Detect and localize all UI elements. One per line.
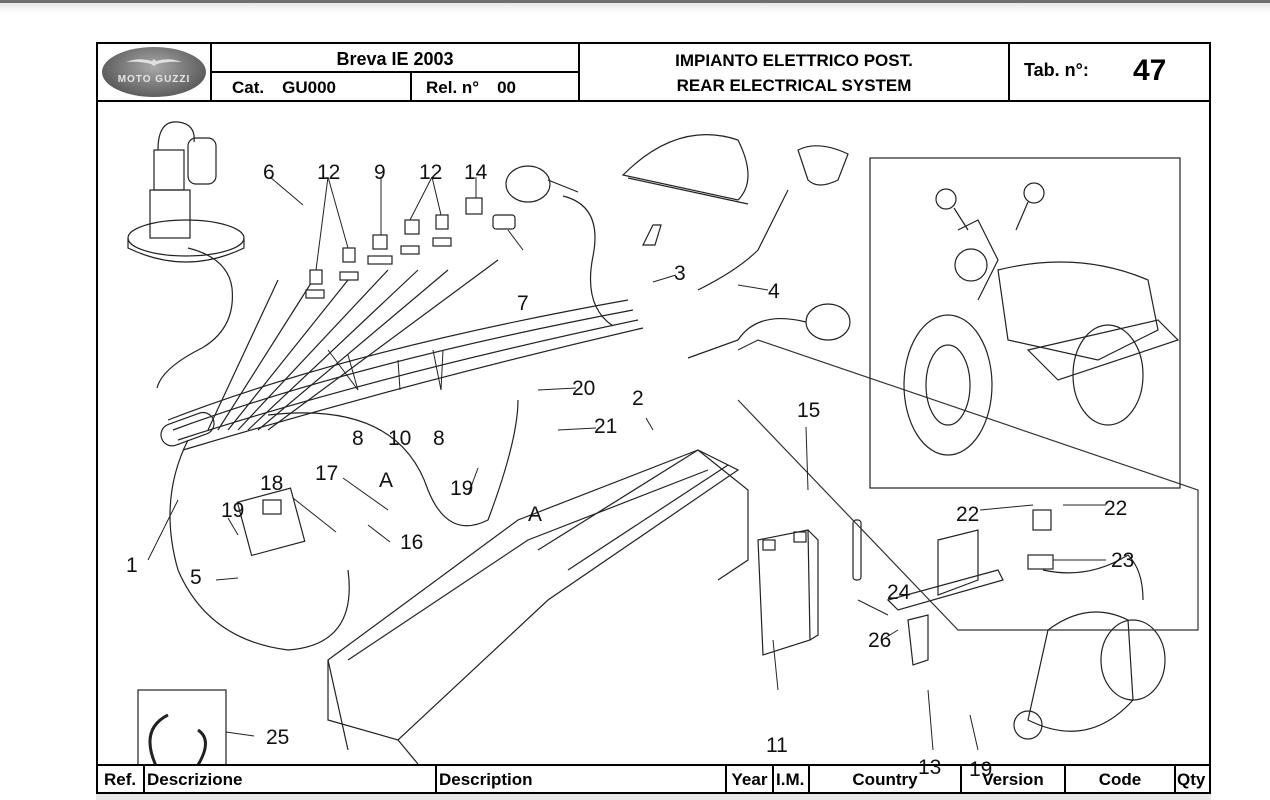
- parts-table-header: Ref. Descrizione Description Year I.M. C…: [98, 764, 1209, 794]
- catalog-value: GU000: [282, 78, 336, 97]
- table-number-label: Tab. n°:: [1024, 60, 1089, 80]
- callout-23: 23: [1111, 549, 1135, 572]
- callout-2: 2: [632, 387, 644, 410]
- callout-9: 9: [374, 161, 386, 184]
- exploded-diagram: 6 12 9 12 14 7 3 4 8 10 8 20 2 21 19 15 …: [98, 100, 1209, 795]
- callout-24: 24: [887, 581, 911, 604]
- relay-drawing: [1027, 509, 1144, 601]
- eagle-icon: [126, 59, 182, 66]
- table-number-cell: Tab. n°: 47: [1010, 44, 1209, 100]
- callout-5: 5: [190, 566, 202, 589]
- callout-4: 4: [768, 280, 780, 303]
- parts-sheet: MOTO GUZZI Breva IE 2003 Cat. GU000 Rel. …: [96, 42, 1211, 795]
- page-bottom-edge: [96, 794, 1211, 800]
- rear-lights-drawing: [505, 134, 851, 359]
- callout-ref-a-2: A: [528, 503, 543, 526]
- column-ref: Ref.: [98, 766, 145, 794]
- tube-drawing: [852, 519, 862, 581]
- leader-lines: [147, 176, 1106, 751]
- battery-drawing: [757, 529, 819, 656]
- callout-10: 10: [388, 427, 412, 450]
- callout-22a: 22: [956, 503, 980, 526]
- callout-8a: 8: [352, 427, 364, 450]
- bracket-drawing: [886, 529, 1004, 666]
- column-qty: Qty: [1177, 770, 1206, 789]
- window-top-border: [0, 0, 1270, 3]
- callout-12a: 12: [317, 161, 341, 184]
- callout-20: 20: [572, 377, 596, 400]
- hose-clamp-drawing: [148, 713, 207, 781]
- logo-text: MOTO GUZZI: [117, 74, 191, 85]
- callout-15: 15: [797, 399, 821, 422]
- release-value: 00: [497, 78, 517, 97]
- motorcycle-inset-box: [869, 157, 1181, 489]
- callout-16: 16: [400, 531, 424, 554]
- moto-guzzi-logo: MOTO GUZZI: [102, 47, 206, 97]
- callout-11: 11: [766, 734, 788, 757]
- callout-25: 25: [266, 726, 290, 749]
- callout-19a: 19: [450, 477, 474, 500]
- inset-relay-panel: [737, 339, 1199, 631]
- fuel-pump-drawing: [127, 121, 245, 389]
- column-descrizione: Descrizione: [145, 766, 437, 794]
- callout-3: 3: [674, 262, 686, 285]
- logo-cell: MOTO GUZZI: [98, 44, 212, 100]
- sheet-header: MOTO GUZZI Breva IE 2003 Cat. GU000 Rel. …: [98, 44, 1209, 102]
- callout-13: 13: [918, 756, 942, 779]
- column-country: Country: [810, 766, 962, 794]
- callout-12b: 12: [419, 161, 443, 184]
- motorcycle-drawing: [903, 182, 1180, 456]
- callout-7: 7: [517, 292, 529, 315]
- callout-22b: 22: [1104, 497, 1128, 520]
- column-version: Version: [962, 766, 1066, 794]
- main-harness-drawing: [160, 259, 644, 651]
- rear-frame-drawing: [327, 449, 749, 765]
- model-name: Breva IE 2003: [212, 44, 580, 73]
- callout-26: 26: [868, 629, 892, 652]
- callout-17: 17: [315, 462, 339, 485]
- callout-8b: 8: [433, 427, 445, 450]
- callout-14: 14: [464, 161, 488, 184]
- window-top-shade: [0, 3, 1270, 13]
- callout-ref-a-1: A: [379, 469, 394, 492]
- callout-6: 6: [263, 161, 275, 184]
- column-im: I.M.: [774, 766, 810, 794]
- title-italian: IMPIANTO ELETTRICO POST.: [675, 51, 913, 70]
- column-year: Year: [727, 766, 774, 794]
- table-number: 47: [1133, 54, 1167, 87]
- release-label: Rel. n°: [426, 78, 480, 97]
- catalog-field: Cat. GU000: [212, 73, 412, 100]
- column-description: Description: [437, 766, 727, 794]
- callout-21: 21: [594, 415, 618, 438]
- connectors-drawing: [305, 197, 516, 299]
- title-english: REAR ELECTRICAL SYSTEM: [676, 76, 912, 95]
- callout-19b: 19: [221, 499, 245, 522]
- callout-18: 18: [260, 472, 284, 495]
- column-code: Code: [1066, 766, 1176, 794]
- callout-1: 1: [126, 554, 138, 577]
- diagram-art: [127, 121, 1199, 795]
- ecu-drawing: [236, 487, 306, 557]
- section-title: IMPIANTO ELETTRICO POST. REAR ELECTRICAL…: [580, 44, 1010, 100]
- starter-motor-drawing: [1013, 611, 1166, 740]
- release-field: Rel. n° 00: [412, 73, 580, 100]
- catalog-label: Cat.: [232, 78, 265, 97]
